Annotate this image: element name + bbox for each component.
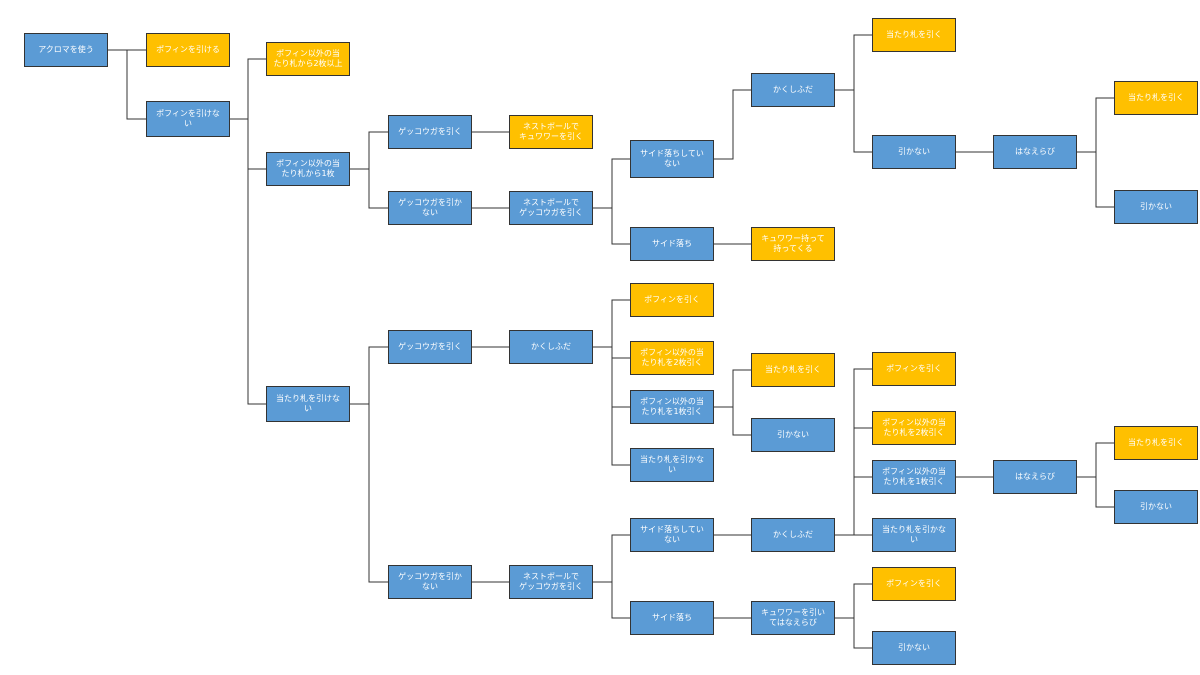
connector-n01-n03 (108, 49, 146, 120)
node-hidden-card: かくしふだ (509, 330, 593, 364)
node-cannot-draw-poffin: ポフィンを引けな い (146, 101, 230, 137)
node-no-draw: 引かない (751, 418, 835, 452)
node-can-draw-poffin: ポフィンを引ける (146, 33, 230, 67)
connector-n17-n19 (1077, 151, 1114, 208)
node-draw-hit: 当たり札を引く (1114, 81, 1198, 115)
node-nest-ball-greninja: ネストボールで ゲッコウガを引く (509, 565, 593, 599)
node-comfey-flower-selecting: キュワワーを引い てはなえらび (751, 601, 835, 635)
node-nest-ball-greninja: ネストボールで ゲッコウガを引く (509, 191, 593, 225)
node-draw-hit: 当たり札を引く (751, 353, 835, 387)
node-use-acroma: アクロマを使う (24, 33, 108, 67)
node-draw-two-hits: ポフィン以外の当 たり札を2枚引く (630, 341, 714, 375)
connector-n33-n42 (835, 617, 872, 649)
node-not-draw-greninja: ゲッコウガを引か ない (388, 191, 472, 225)
node-no-draw: 引かない (1114, 190, 1198, 224)
connector-n38-n40 (1077, 476, 1114, 508)
node-no-draw: 引かない (872, 631, 956, 665)
node-draw-hit: 当たり札を引く (1114, 426, 1198, 460)
connector-n06-n28 (350, 403, 388, 583)
connector-n05-n08 (350, 168, 388, 209)
node-one-hit: ポフィン以外の当 たり札から1枚 (266, 152, 350, 186)
node-no-draw: 引かない (1114, 490, 1198, 524)
connector-n11-n14 (714, 89, 751, 160)
node-prized: サイド落ち (630, 227, 714, 261)
connector-n24-n26 (714, 369, 751, 408)
connector-n10-n11 (593, 158, 630, 209)
node-not-prized: サイド落ちしてい ない (630, 518, 714, 552)
connector-n14-n15 (835, 34, 872, 91)
node-no-draw: 引かない (872, 135, 956, 169)
node-flower-selecting: はなえらび (993, 460, 1077, 494)
node-flower-selecting: はなえらび (993, 135, 1077, 169)
connector-n06-n20 (350, 346, 388, 405)
node-prized: サイド落ち (630, 601, 714, 635)
node-nest-ball-comfey: ネストボールで キュワワーを引く (509, 115, 593, 149)
connector-n33-n41 (835, 583, 872, 619)
node-not-prized: サイド落ちしてい ない (630, 140, 714, 178)
connector-n24-n27 (714, 406, 751, 436)
connector-n32-n36 (835, 476, 872, 536)
node-draw-poffin: ポフィンを引く (872, 567, 956, 601)
connector-n17-n18 (1077, 97, 1114, 153)
connector-n14-n16 (835, 89, 872, 153)
connector-n05-n07 (350, 131, 388, 170)
node-no-hit-drawn: 当たり札を引かな い (630, 448, 714, 482)
node-bring-comfey: キュワワー持って 持ってくる (751, 227, 835, 261)
node-hidden-card: かくしふだ (751, 518, 835, 552)
connector-n03-n04 (230, 58, 266, 120)
connector-n03-n06 (230, 118, 266, 405)
node-draw-greninja: ゲッコウガを引く (388, 115, 472, 149)
node-no-hit-drawn: 当たり札を引かな い (872, 518, 956, 552)
node-two-or-more-hits: ポフィン以外の当 たり札から2枚以上 (266, 42, 350, 76)
node-draw-poffin: ポフィンを引く (630, 283, 714, 317)
node-draw-two-hits: ポフィン以外の当 たり札を2枚引く (872, 411, 956, 445)
node-draw-poffin: ポフィンを引く (872, 352, 956, 386)
node-draw-hit: 当たり札を引く (872, 18, 956, 52)
node-draw-one-hit: ポフィン以外の当 たり札を1枚引く (872, 460, 956, 494)
node-draw-greninja: ゲッコウガを引く (388, 330, 472, 364)
connector-n21-n25 (593, 346, 630, 466)
connector-n10-n12 (593, 207, 630, 245)
node-not-draw-greninja: ゲッコウガを引か ない (388, 565, 472, 599)
connector-n21-n22 (593, 299, 630, 348)
connector-n29-n31 (593, 581, 630, 619)
connector-n38-n39 (1077, 442, 1114, 478)
node-draw-one-hit: ポフィン以外の当 たり札を1枚引く (630, 390, 714, 424)
node-hidden-card: かくしふだ (751, 73, 835, 107)
connector-n29-n30 (593, 534, 630, 583)
node-no-hit: 当たり札を引けな い (266, 386, 350, 422)
